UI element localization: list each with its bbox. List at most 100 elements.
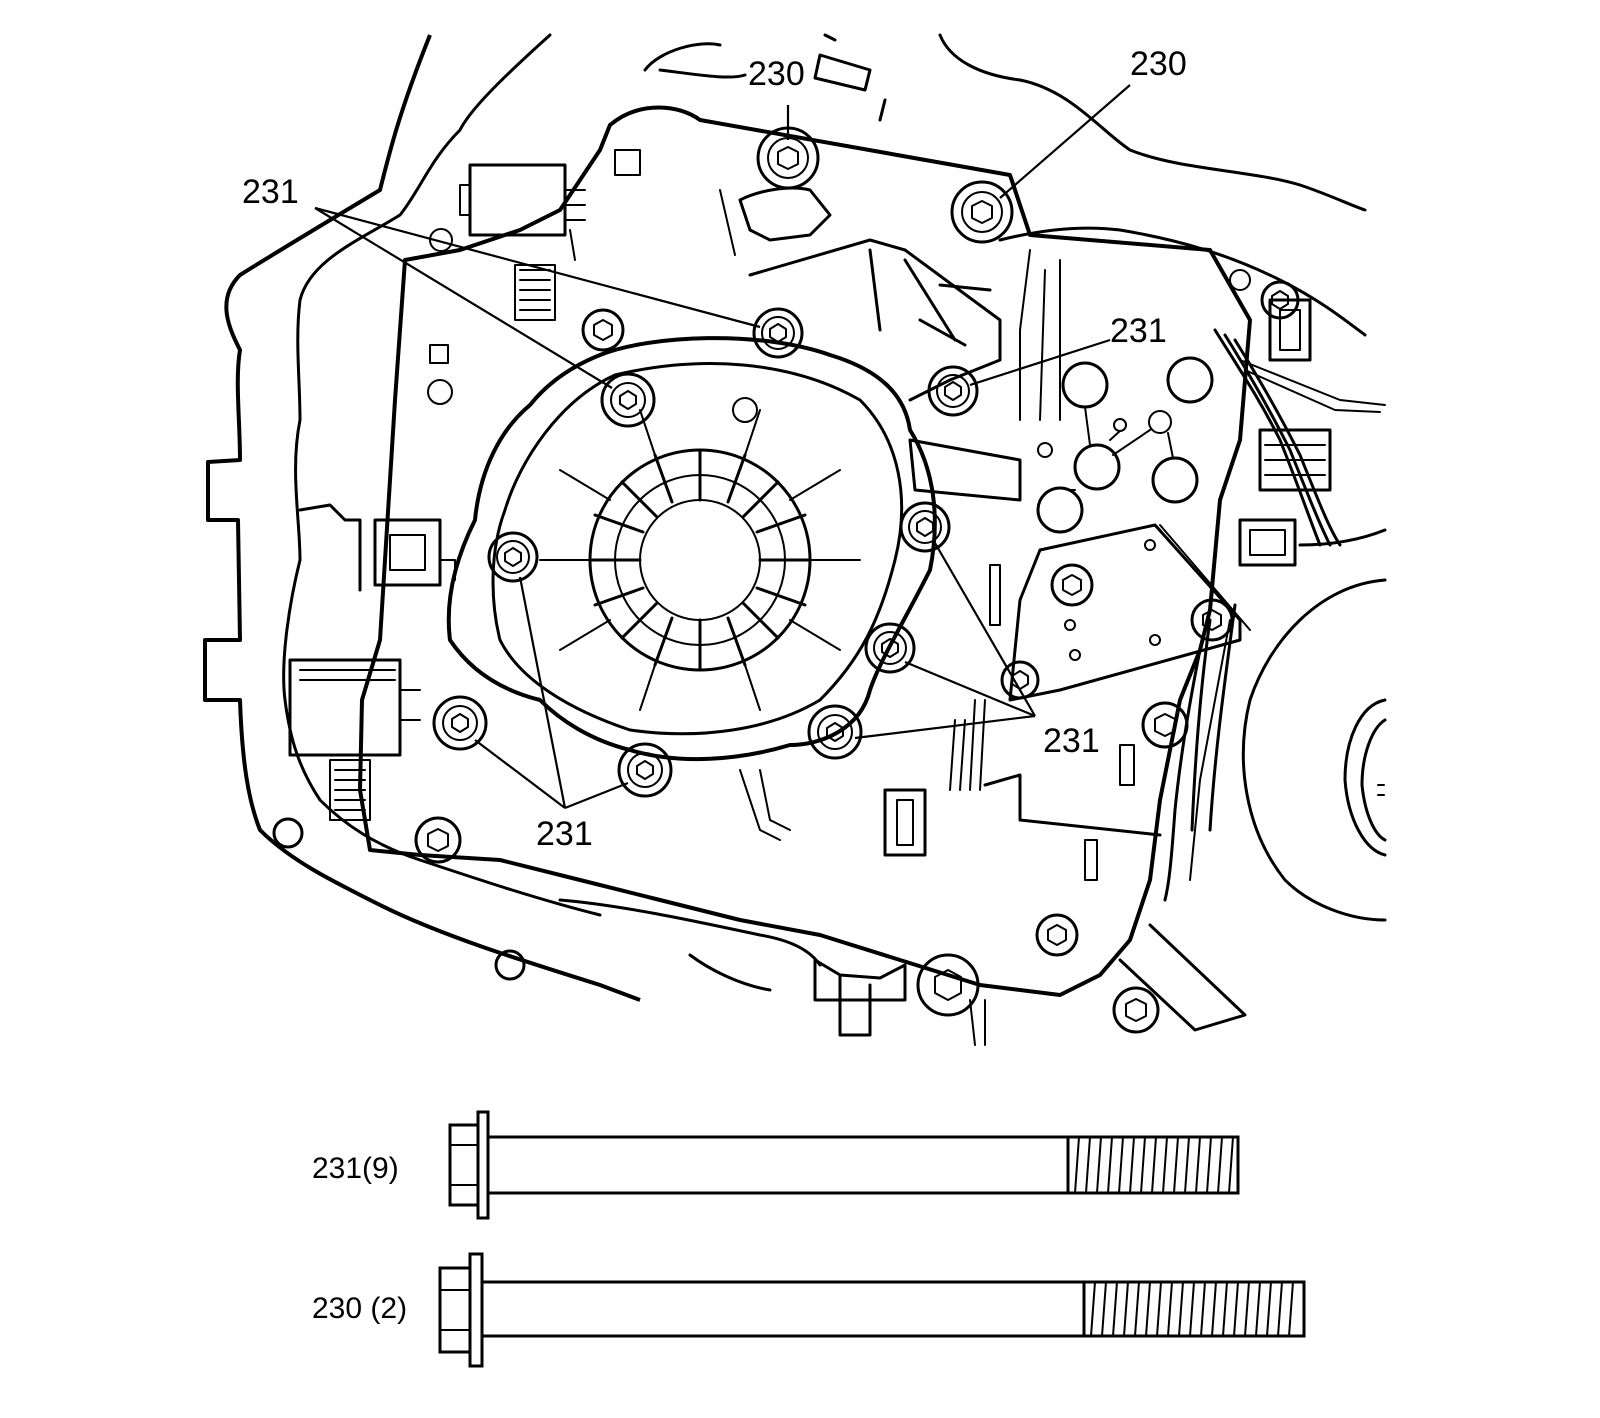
thread-line <box>1195 1136 1201 1194</box>
thread-line <box>1118 1136 1124 1194</box>
long-bolt-icon <box>438 1252 1306 1368</box>
thread-line <box>1222 1281 1228 1337</box>
leader-231-ul-a <box>314 207 613 389</box>
case-top-rib-2 <box>813 53 872 92</box>
plate-rib-2 <box>868 248 992 347</box>
bolt-231-positions <box>432 307 979 798</box>
leader-lines <box>314 84 1131 810</box>
case-top-right-edge <box>938 33 1367 212</box>
thread-line <box>1200 1281 1206 1337</box>
small-square-left <box>429 344 449 364</box>
thread-line <box>1217 1136 1223 1194</box>
callout-230-top-right: 230 <box>1130 45 1187 83</box>
lower-tubes <box>739 769 791 841</box>
solenoid-upper-left <box>459 163 586 321</box>
thread-line <box>1096 1136 1102 1194</box>
case-top-rib-1 <box>643 42 747 79</box>
callout-231-upper-left: 231 <box>242 173 299 211</box>
thread-line <box>1233 1281 1239 1337</box>
thread-line <box>1167 1281 1173 1337</box>
small-circle-left-2 <box>429 228 453 252</box>
lower-connector <box>813 958 907 1037</box>
case-lower-right-2 <box>1163 648 1202 902</box>
short-bolt-icon <box>448 1110 1240 1220</box>
bolt-230-positions <box>756 126 1014 244</box>
solenoid-lower-left <box>288 658 421 821</box>
leader-231-b-a <box>518 576 567 809</box>
case-lower-right-3 <box>1190 603 1237 832</box>
thread-line <box>1288 1281 1294 1337</box>
plate-channel-4 <box>1019 249 1061 421</box>
thread-line <box>1156 1281 1162 1337</box>
lower-slot <box>969 999 986 1046</box>
thread-line <box>1101 1281 1107 1337</box>
callout-230-top-left: 230 <box>748 55 805 93</box>
round-cover <box>446 336 937 762</box>
case-outline-left <box>203 34 641 1002</box>
callout-231-upper-right: 231 <box>1110 312 1167 350</box>
thread-line <box>1255 1281 1261 1337</box>
plate-channel-3 <box>908 438 1022 502</box>
bracket-hole-4 <box>1069 649 1081 661</box>
plate-channel-1 <box>738 186 832 242</box>
thread-line <box>1178 1281 1184 1337</box>
lower-rib-2 <box>688 953 772 992</box>
case-lower-right <box>1118 923 1247 1032</box>
thread-line <box>1211 1281 1217 1337</box>
bracket-hole-1 <box>1144 539 1156 551</box>
thread-line <box>1173 1136 1179 1194</box>
thread-line <box>1145 1281 1151 1337</box>
connector-left-middle <box>298 503 456 592</box>
bracket-hole-2 <box>1064 619 1076 631</box>
thread-line <box>1244 1281 1250 1337</box>
thread-line <box>1162 1136 1168 1194</box>
leader-231-b-c <box>564 781 629 810</box>
lower-rib-1 <box>558 898 822 967</box>
valve-body-plate <box>358 105 1252 997</box>
callout-231-bottom: 231 <box>536 815 593 853</box>
leader-231-ul-b <box>314 206 761 329</box>
thread-line <box>1277 1281 1283 1337</box>
thread-line <box>1074 1136 1080 1194</box>
thread-line <box>1112 1281 1118 1337</box>
small-circle-bottom <box>494 949 526 981</box>
plate-rib-1 <box>748 238 1002 402</box>
callout-231-lower-right: 231 <box>1043 722 1100 760</box>
case-outline-left-inner <box>282 33 602 917</box>
thread-line <box>1134 1281 1140 1337</box>
thread-line <box>1189 1281 1195 1337</box>
thread-line <box>1266 1281 1272 1337</box>
plate-channel-2 <box>614 149 736 256</box>
plate-slots <box>883 564 1162 881</box>
leader-231-lr-a <box>934 542 1036 717</box>
leader-231-lr-c <box>854 714 1036 740</box>
small-circle-left-3 <box>272 817 304 849</box>
leader-230-top-right <box>999 84 1131 199</box>
thread-line <box>1140 1136 1146 1194</box>
check-balls <box>1036 356 1214 534</box>
case-top-rib-3 <box>823 33 887 122</box>
solenoid-bracket-plate <box>1008 523 1242 702</box>
torque-converter-drum <box>1241 578 1387 922</box>
thread-line <box>1107 1136 1113 1194</box>
thread-line <box>1206 1136 1212 1194</box>
small-circle-left <box>427 379 453 405</box>
bracket-hole-3 <box>1149 634 1161 646</box>
thread-line <box>1123 1281 1129 1337</box>
short-bolt-label: 231(9) <box>312 1152 399 1185</box>
leader-231-b-b <box>474 739 566 809</box>
callout-labels: 230 230 231 231 231 231 <box>242 45 1187 853</box>
thread-line <box>1184 1136 1190 1194</box>
thread-line <box>1228 1136 1234 1194</box>
leader-231-lr-b <box>904 660 1036 718</box>
other-bolts <box>414 269 1300 1034</box>
thread-line <box>1129 1136 1135 1194</box>
wiring-harness <box>1213 298 1387 567</box>
thread-line <box>1090 1281 1096 1337</box>
long-bolt-label: 230 (2) <box>312 1292 407 1325</box>
thread-line <box>1151 1136 1157 1194</box>
leader-231-ur <box>969 338 1111 387</box>
bolt-legend: 231(9) 230 (2) <box>312 1110 1306 1368</box>
thread-line <box>1085 1136 1091 1194</box>
